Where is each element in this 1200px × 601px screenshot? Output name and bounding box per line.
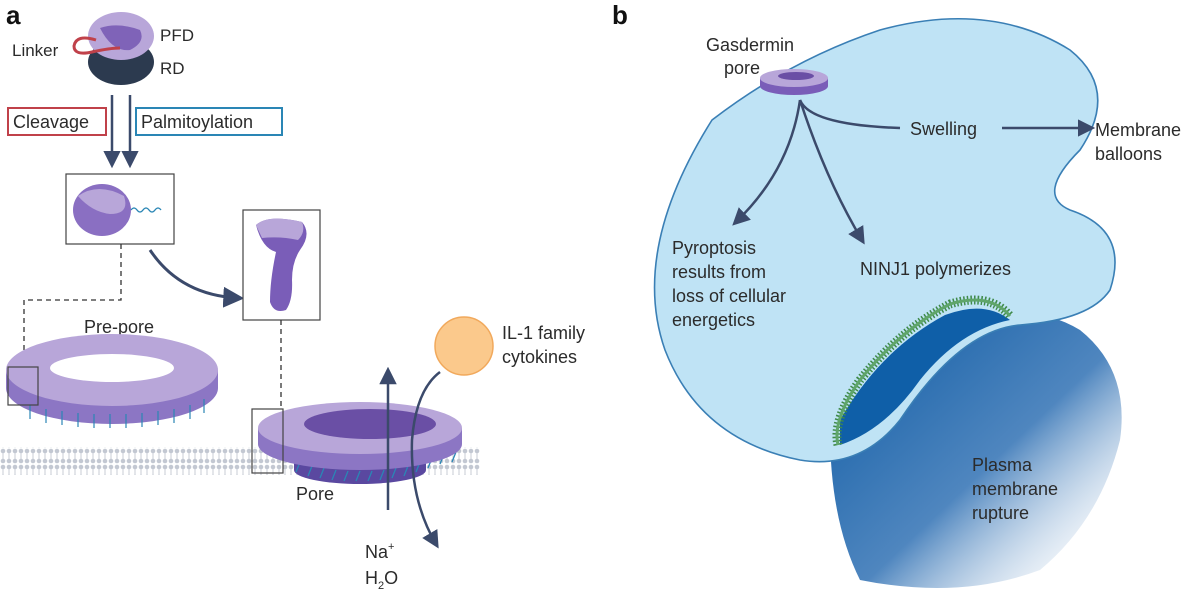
cytokines-line2: cytokines: [502, 347, 577, 367]
rupture-line1: Plasma: [972, 455, 1033, 475]
membrane-balloons-line2: balloons: [1095, 144, 1162, 164]
swollen-cell: [653, 18, 1116, 463]
panel-letter-a: a: [6, 0, 21, 30]
pyroptosis-line2: results from: [672, 262, 766, 282]
prepore-label: Pre-pore: [84, 317, 154, 337]
cell-gasdermin-pore: [760, 69, 828, 95]
cytokine-particle: [434, 316, 494, 376]
pyroptosis-arrow: [732, 99, 802, 226]
cytokines-line1: IL-1 family: [502, 323, 585, 343]
full-length-gasdermin: [72, 12, 154, 85]
panel-letter-b: b: [612, 0, 628, 30]
pyroptosis-line3: loss of cellular: [672, 286, 786, 306]
prepore-zoom-box: [7, 366, 39, 406]
swelling-label: Swelling: [910, 119, 977, 139]
swelling-arrow-stem: [798, 99, 901, 130]
pyroptosis-line4: energetics: [672, 310, 755, 330]
pore-zoom-box: [251, 408, 284, 474]
ion-water: H2O: [365, 568, 398, 592]
palmitoylation-label: Palmitoylation: [141, 112, 253, 132]
cleavage-label: Cleavage: [13, 112, 89, 132]
activated-monomer: [73, 184, 162, 236]
gasdermin-pore-line2: pore: [724, 58, 760, 78]
extended-monomer: [256, 218, 307, 311]
prepore-ring: [6, 334, 218, 428]
ninj1-label: NINJ1 polymerizes: [860, 259, 1011, 279]
palmitoylation-box: [135, 107, 283, 136]
rupture-line3: rupture: [972, 503, 1029, 523]
rupture-line2: membrane: [972, 479, 1058, 499]
pore-label: Pore: [296, 484, 334, 504]
ninj1-polymer-core: [835, 298, 1012, 446]
pyroptosis-line1: Pyroptosis: [672, 238, 756, 258]
cytokine-release-arrow: [410, 371, 441, 549]
ruptured-membrane: [840, 308, 1010, 445]
rd-label: RD: [160, 59, 185, 78]
conformation-arrow: [148, 249, 245, 308]
palmitoyl-chain: [130, 207, 162, 213]
linker-loop: [72, 36, 121, 55]
gasdermin-pore-line1: Gasdermin: [706, 35, 794, 55]
cleavage-box: [7, 107, 107, 136]
pfd-label: PFD: [160, 26, 194, 45]
prepore-connector: [23, 244, 122, 370]
ninj1-arrow: [798, 99, 865, 245]
ion-na: Na+: [365, 541, 394, 562]
membrane-balloons-line1: Membrane: [1095, 120, 1181, 140]
linker-label: Linker: [12, 41, 59, 60]
